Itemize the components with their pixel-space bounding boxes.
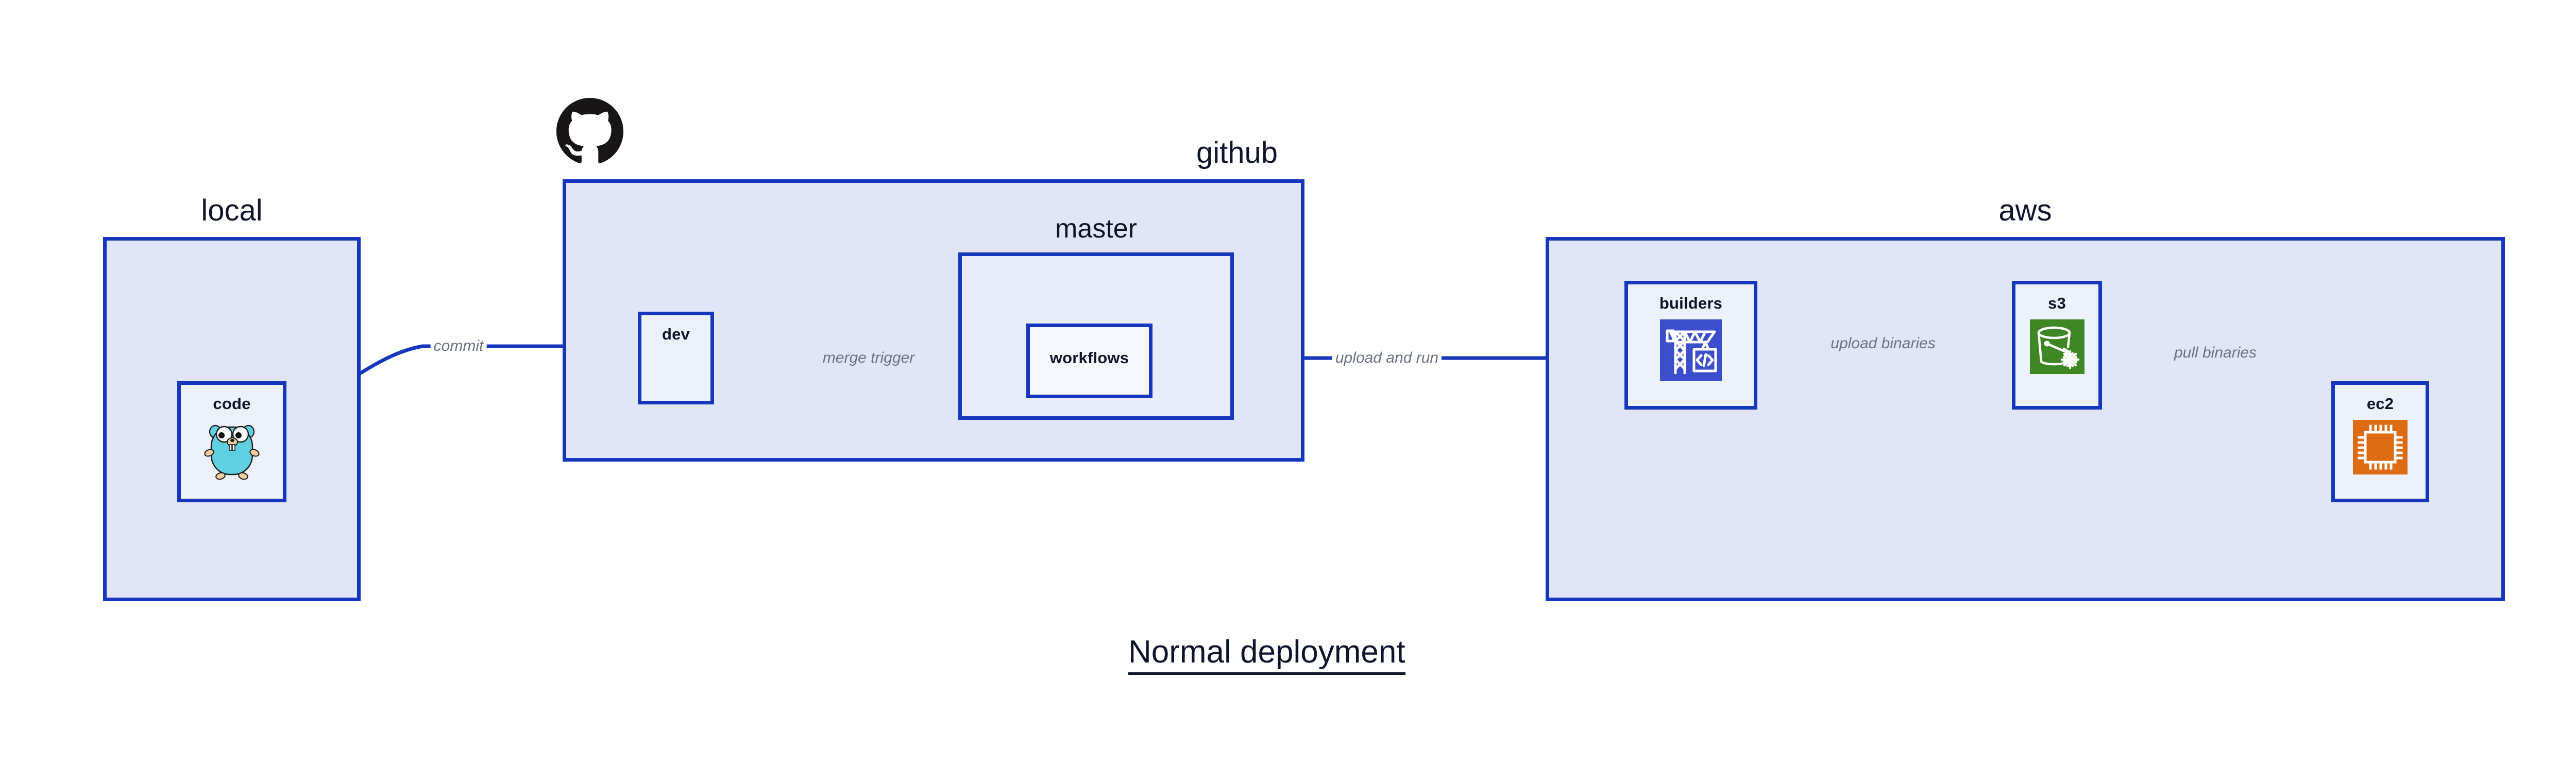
node-ec2-label: ec2	[2366, 395, 2394, 413]
node-workflows-label: workflows	[1049, 349, 1129, 367]
group-master-label: master	[1055, 214, 1137, 244]
go-gopher-icon	[203, 420, 261, 483]
node-builders[interactable]: builders	[1624, 281, 1757, 410]
diagram-title: Normal deployment	[1128, 636, 1405, 675]
node-workflows[interactable]: workflows	[1026, 324, 1153, 398]
github-octocat-icon	[556, 98, 623, 165]
node-code[interactable]: code	[177, 381, 286, 502]
node-dev-label: dev	[662, 325, 690, 343]
edge-label-merge-trigger: merge trigger	[819, 350, 918, 366]
node-builders-label: builders	[1659, 294, 1723, 312]
aws-codebuild-icon	[1660, 319, 1722, 384]
group-aws-label: aws	[1998, 194, 2052, 227]
node-s3-label: s3	[2048, 294, 2066, 312]
node-ec2[interactable]: ec2	[2331, 381, 2429, 502]
edge-label-upload-binaries: upload binaries	[1827, 336, 1939, 351]
node-s3[interactable]: s3	[2012, 281, 2102, 410]
aws-s3-glacier-icon	[2029, 319, 2084, 377]
node-dev[interactable]: dev	[638, 312, 714, 404]
edge-label-commit: commit	[430, 338, 487, 354]
edge-label-upload-and-run: upload and run	[1332, 350, 1442, 366]
node-code-label: code	[213, 395, 251, 413]
aws-ec2-chip-icon	[2353, 420, 2408, 477]
group-github-label: github	[1196, 136, 1278, 169]
group-local-label: local	[201, 194, 263, 227]
edge-label-pull-binaries: pull binaries	[2171, 345, 2260, 361]
